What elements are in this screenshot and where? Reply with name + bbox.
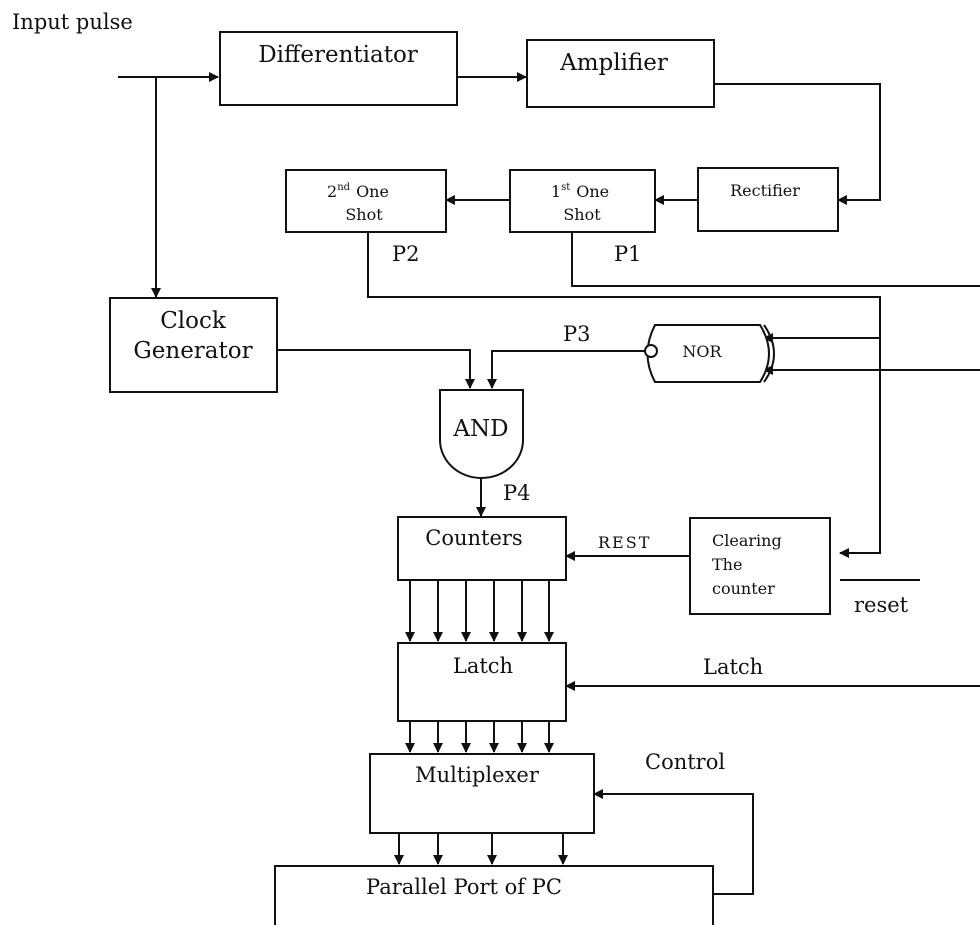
latch-signal-label: Latch [703,655,763,679]
clock-generator-block: Clock Generator [109,297,278,393]
multiplexer-label: Multiplexer [415,763,540,787]
latch-label: Latch [453,654,513,678]
rectifier-block: Rectifier [697,167,839,232]
bus-counters-to-latch [405,580,554,642]
wire-p2 [367,232,881,558]
counters-block: Counters [397,516,567,581]
p2-label: P2 [392,242,420,266]
differentiator-label: Differentiator [258,42,418,68]
p4-label: P4 [503,481,531,505]
one-shot-1-label-line2: Shot [563,205,601,224]
multiplexer-block: Multiplexer [369,753,595,834]
clock-generator-label-line1: Clock [160,308,227,334]
wire-p3 [487,350,645,389]
amplifier-label: Amplifier [559,50,668,76]
parallel-port-label: Parallel Port of PC [366,875,562,899]
signal-labels: Input pulse P2 P1 P3 P4 REST reset Latch… [12,10,909,774]
wires [118,72,980,895]
clearing-label-line2: The [712,555,742,574]
counters-label: Counters [425,526,522,550]
clearing-block: Clearing The counter [689,517,831,615]
bus-latch-to-mux [405,721,554,753]
differentiator-block: Differentiator [219,31,458,106]
wire-control [593,789,754,895]
nor-gate-label: NOR [682,342,722,361]
p1-label: P1 [614,242,642,266]
rest-label: REST [598,533,651,552]
one-shot-2-label-line2: Shot [345,205,383,224]
clock-generator-label-line2: Generator [133,338,252,364]
bus-mux-to-port [394,833,568,865]
clearing-label-line1: Clearing [712,531,782,550]
wire-clock-to-and [277,349,475,389]
input-pulse-label: Input pulse [12,10,133,34]
parallel-port-block: Parallel Port of PC [274,865,714,925]
wire-amp-to-rectifier [714,83,881,205]
control-label: Control [645,750,725,774]
and-gate: AND [439,389,524,479]
nor-gate: NOR [644,324,775,383]
wire-p1 [571,232,980,287]
amplifier-block: Amplifier [526,39,715,108]
clearing-label-line3: counter [712,579,775,598]
reset-label: reset [854,593,909,617]
rectifier-label: Rectifier [730,181,800,200]
latch-block: Latch [397,642,567,722]
p3-label: P3 [563,322,591,346]
and-gate-label: AND [452,416,508,442]
